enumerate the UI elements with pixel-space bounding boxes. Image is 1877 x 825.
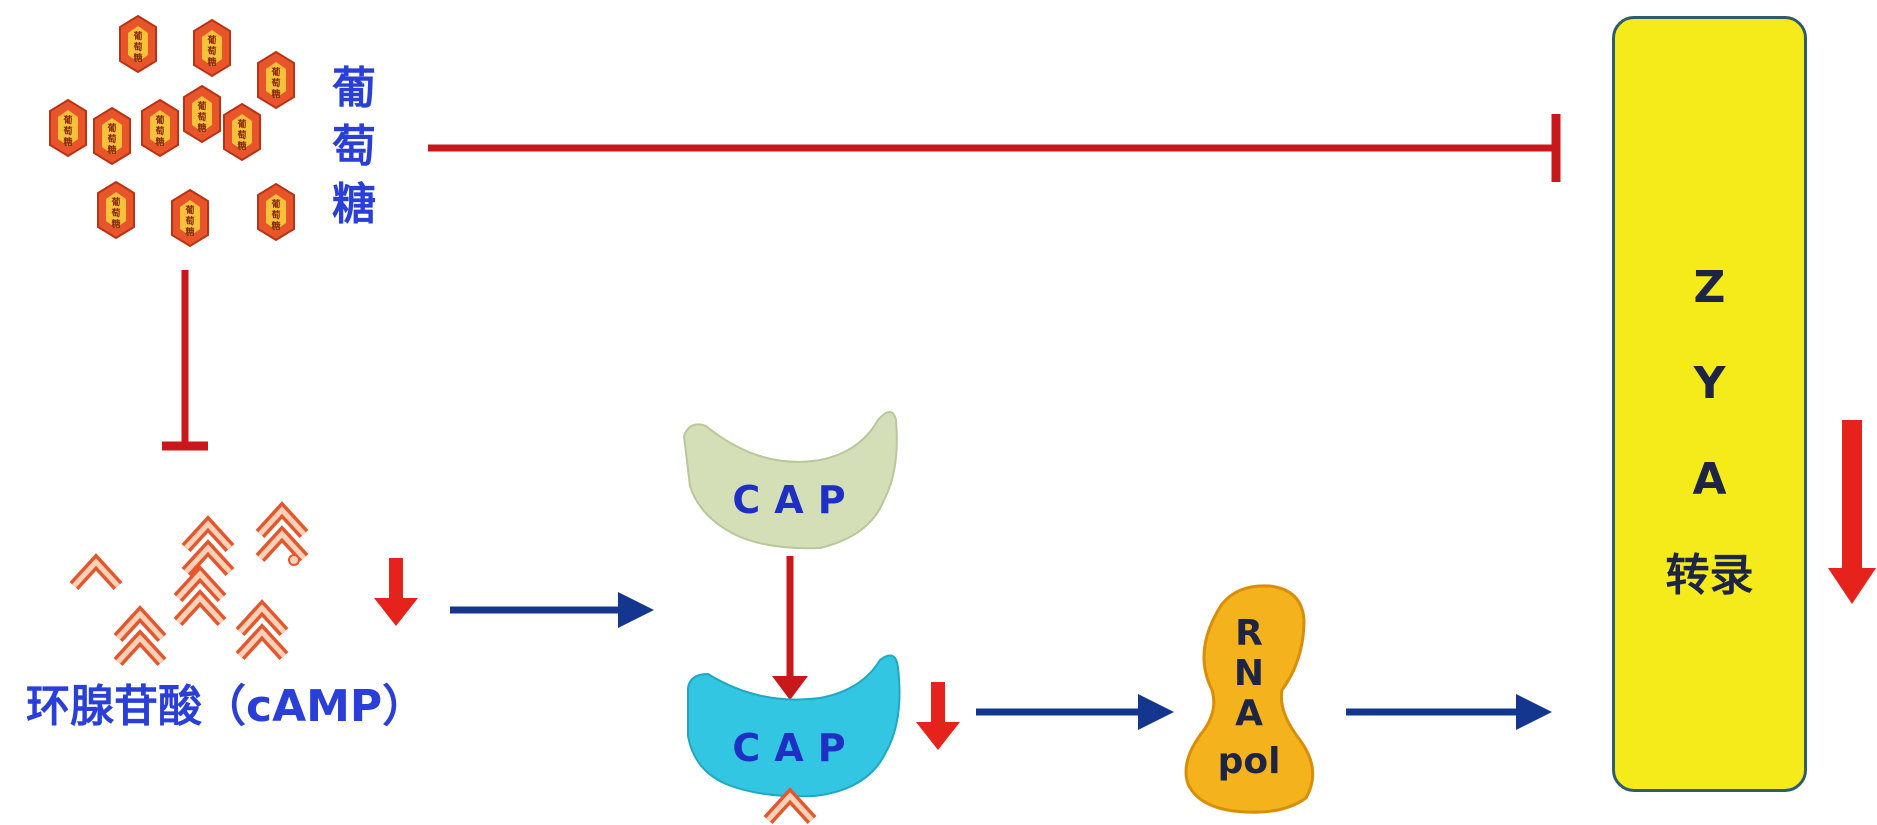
gene-y-label: Y — [1693, 358, 1726, 409]
rna-polymerase — [1184, 584, 1315, 814]
rna-pol-letter: N — [1233, 653, 1265, 694]
glucose-molecule — [257, 51, 295, 109]
cap-activation-arrow — [772, 556, 808, 700]
rna-pol-word: pol — [1217, 741, 1281, 782]
glucose-inhibits-camp-line — [162, 270, 208, 451]
glucose-label: 葡 萄 糖 — [322, 60, 386, 234]
camp-chevron — [74, 562, 118, 586]
camp-label: 环腺苷酸（cAMP） — [26, 681, 427, 732]
gene-z-label: Z — [1693, 262, 1726, 313]
glucose-inhibits-transcription-line — [428, 114, 1561, 182]
rna-pol-label: R N A — [1214, 614, 1284, 734]
cap-inactive-label: CAP — [732, 478, 860, 522]
camp-chevron — [260, 534, 304, 558]
glucose-molecule — [223, 103, 261, 161]
camp-to-cap-arrow — [450, 592, 654, 628]
cap-decrease-arrow — [916, 682, 960, 750]
glucose-molecule — [171, 189, 209, 247]
camp-chevron — [118, 638, 162, 662]
glucose-molecules — [49, 15, 295, 247]
zya-operon-labels: Z Y A 转录 — [1612, 240, 1807, 624]
glucose-molecule — [49, 99, 87, 157]
camp-chevron — [178, 598, 222, 622]
glucose-molecule — [93, 107, 131, 165]
glucose-label-char: 萄 — [332, 121, 376, 172]
camp-chevron — [240, 632, 284, 656]
cap-inactive-protein — [682, 411, 898, 550]
glucose-molecule — [141, 99, 179, 157]
glucose-molecule — [97, 181, 135, 239]
zya-operon-box — [1612, 16, 1807, 792]
rna-pol-letter: R — [1235, 613, 1263, 654]
cap-to-rnapol-arrow — [976, 694, 1174, 730]
rnapol-to-zya-arrow — [1346, 694, 1552, 730]
cap-active-protein — [687, 654, 901, 821]
glucose-molecule — [119, 15, 157, 73]
transcription-label: 转录 — [1665, 550, 1754, 601]
camp-molecules — [74, 510, 304, 662]
camp-decrease-arrow — [374, 558, 418, 626]
glucose-molecule — [183, 85, 221, 143]
glucose-molecule — [193, 19, 231, 77]
glucose-label-char: 葡 — [332, 63, 376, 114]
glucose-label-char: 糖 — [332, 179, 376, 230]
gene-a-label: A — [1692, 454, 1727, 505]
transcription-decrease-arrow — [1828, 420, 1876, 604]
cap-active-label: CAP — [732, 726, 860, 770]
rna-pol-letter: A — [1235, 693, 1263, 734]
camp-bound-chevron — [768, 796, 812, 820]
camp-chevron — [186, 548, 230, 572]
glucose-molecule — [257, 183, 295, 241]
